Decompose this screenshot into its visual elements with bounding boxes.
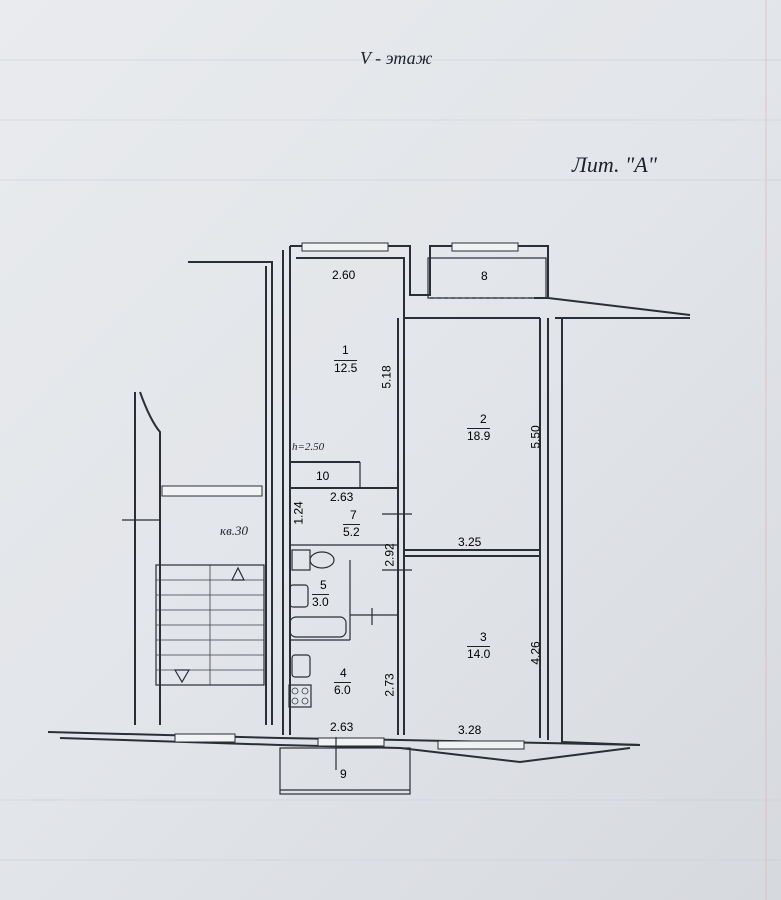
room-4-area: 6.0: [334, 682, 351, 697]
staircase: [155, 564, 265, 686]
room-5-area: 3.0: [312, 594, 329, 609]
room-4-number: 4: [340, 666, 347, 680]
windows: [161, 242, 525, 750]
dim-hall-depth: 1.24: [291, 501, 306, 525]
room-3-number: 3: [480, 630, 487, 644]
dim-kitchen-length: 2.73: [382, 673, 397, 697]
tick-marks: [122, 513, 412, 770]
dim-room2-3-width: 3.25: [458, 535, 482, 549]
room-3-area: 14.0: [467, 646, 491, 661]
ceiling-height-label: h=2.50: [292, 441, 325, 453]
room-8-number: 8: [481, 269, 488, 283]
room-1-number: 1: [342, 343, 349, 357]
dim-room1-width: 2.60: [332, 268, 356, 282]
room-9-number: 9: [340, 767, 347, 781]
floor-title: V - этаж: [360, 48, 433, 68]
dim-corridor-length: 2.92: [382, 543, 397, 567]
room-2-number: 2: [480, 412, 487, 426]
building-walls: [47, 245, 691, 795]
room-10-number: 10: [316, 469, 330, 483]
dim-room2-length: 5.50: [528, 425, 543, 449]
dim-kitchen-width: 2.63: [330, 720, 354, 734]
room-7-number: 7: [350, 508, 357, 522]
litera-label: Лит. "А": [572, 152, 657, 177]
room-1-area: 12.5: [334, 360, 358, 375]
room-5-number: 5: [320, 578, 327, 592]
neighbor-apartment-label: кв.30: [220, 523, 248, 538]
fixtures: [288, 549, 347, 708]
dim-room1-length: 5.18: [379, 365, 394, 389]
dim-room3-width: 3.28: [458, 723, 482, 737]
room-7-area: 5.2: [343, 524, 360, 539]
dim-hall-width: 2.63: [330, 490, 354, 504]
dim-room3-length: 4.26: [528, 641, 543, 665]
room-2-area: 18.9: [467, 428, 491, 443]
